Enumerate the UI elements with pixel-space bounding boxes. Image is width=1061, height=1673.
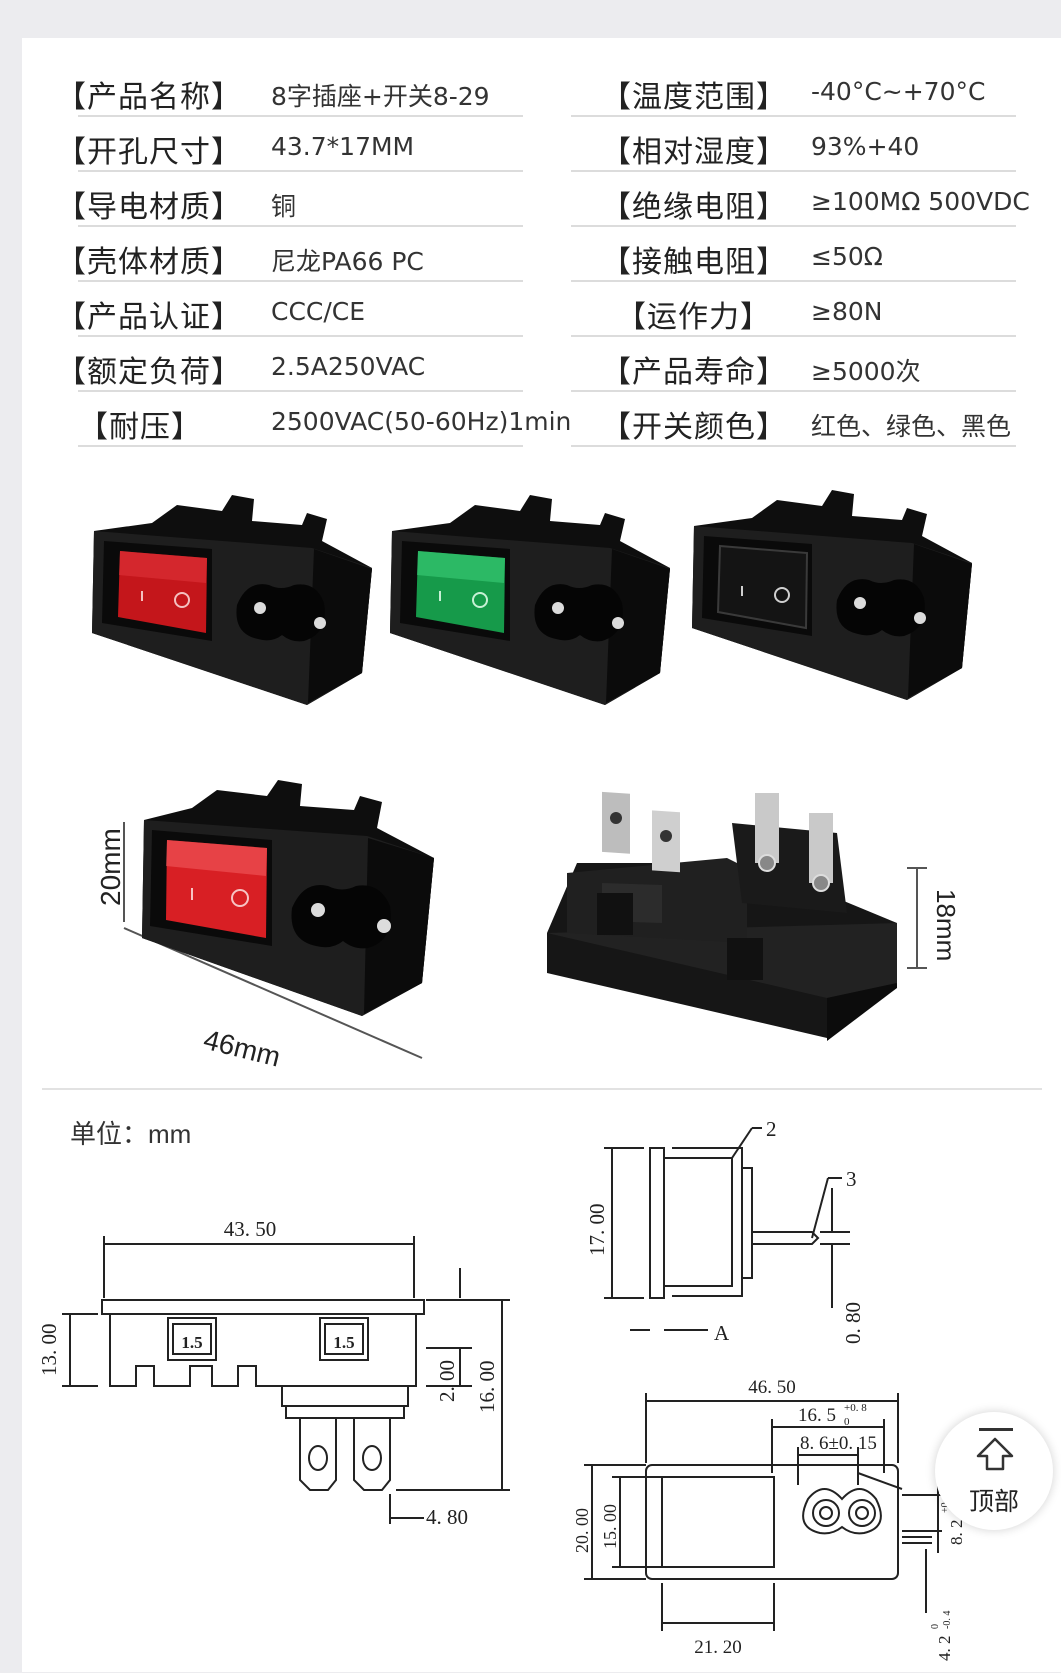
product-photo-green — [390, 495, 670, 705]
spec-value: CCC/CE — [271, 297, 366, 326]
product-photo-black — [692, 490, 972, 700]
spec-value: 2.5A250VAC — [271, 352, 426, 381]
dim-left-height: 13. 00 — [42, 1324, 61, 1377]
product-photo-terminals: 18mm — [547, 791, 961, 1041]
dim-width-label: 46mm — [201, 1024, 284, 1073]
dim-depth-label: 18mm — [931, 889, 961, 961]
dim-pad: 4. 80 — [426, 1505, 468, 1529]
spec-label: 【绝缘电阻】 — [601, 190, 787, 225]
spec-value: ≥80N — [811, 297, 883, 326]
spec-value: 2500VAC(50-60Hz)1min — [271, 407, 572, 436]
box-label: 1.5 — [181, 1333, 202, 1352]
dim-s2: 8. 6±0. 15 — [800, 1433, 877, 1454]
spec-label: 【导电材质】 — [56, 190, 242, 225]
arrow-up-icon — [976, 1437, 1014, 1471]
back-to-top-button[interactable]: 顶部 — [935, 1412, 1053, 1530]
spec-label: 【产品寿命】 — [601, 355, 787, 390]
dim-tab: 0. 80 — [841, 1302, 865, 1344]
dim-height-label: 20mm — [95, 828, 126, 906]
spec-row: 【产品认证】 CCC/CE 【运作力】 ≥80N — [56, 282, 1036, 337]
spec-value: 93%+40 — [811, 132, 920, 161]
dim-top-h1: 20. 00 — [572, 1508, 592, 1553]
drawing-top-view: 46. 50 16. 5 +0. 8 0 8. 6±0. 15 20. 00 1… — [572, 1377, 966, 1662]
spec-label: 【产品认证】 — [56, 300, 242, 335]
callout-2: 2 — [766, 1117, 777, 1141]
product-photo-red — [92, 495, 372, 705]
dim-a: A — [714, 1321, 730, 1345]
dim-width: 43. 50 — [224, 1218, 277, 1241]
unit-value: mm — [148, 1119, 192, 1149]
spec-label: 【相对湿度】 — [601, 135, 787, 170]
dim-r1: 8. 2 — [947, 1520, 966, 1546]
spec-label: 【运作力】 — [616, 300, 771, 335]
product-card: 【产品名称】 8字插座+开关8-29 【温度范围】 -40°C~+70°C 【开… — [22, 38, 1061, 1672]
spec-label: 【开孔尺寸】 — [56, 135, 242, 170]
spec-label: 【额定负荷】 — [56, 355, 242, 390]
spec-value: 尼龙PA66 PC — [271, 247, 424, 276]
dim-r2-tol: 0 — [930, 1624, 941, 1629]
spec-row: 【开孔尺寸】 43.7*17MM 【相对湿度】 93%+40 — [56, 117, 1036, 172]
dim-side-height: 17. 00 — [585, 1204, 609, 1257]
spec-value: 8字插座+开关8-29 — [271, 82, 490, 111]
spec-row: 【耐压】 2500VAC(50-60Hz)1min 【开关颜色】 红色、绿色、黑… — [56, 392, 1036, 447]
product-photo-dimensions: 20mm 46mm — [95, 780, 434, 1073]
spec-row: 【导电材质】 铜 【绝缘电阻】 ≥100MΩ 500VDC — [56, 172, 1036, 227]
dim-s1-tol0: 0 — [844, 1416, 850, 1428]
dim-top-h2: 15. 00 — [600, 1504, 620, 1549]
spec-value: -40°C~+70°C — [811, 77, 986, 106]
callout-3: 3 — [846, 1167, 857, 1191]
spec-label: 【接触电阻】 — [601, 245, 787, 280]
dim-r2-tol2: -0. 4 — [942, 1611, 953, 1629]
dim-bottom: 21. 20 — [694, 1637, 742, 1658]
dim-mid-height: 2. 00 — [435, 1360, 459, 1402]
dim-right-height: 16. 00 — [475, 1361, 499, 1414]
top-bar-icon — [979, 1428, 1013, 1431]
spec-table: 【产品名称】 8字插座+开关8-29 【温度范围】 -40°C~+70°C 【开… — [56, 62, 1036, 447]
spec-label: 【开关颜色】 — [601, 410, 787, 445]
spec-label: 【耐压】 — [78, 410, 202, 445]
spec-value: 红色、绿色、黑色 — [811, 412, 1012, 441]
spec-label: 【温度范围】 — [601, 80, 787, 115]
spec-value: 铜 — [271, 192, 297, 221]
drawing-side-view: 17. 00 0. 80 2 3 A — [585, 1117, 865, 1345]
dim-r2: 4. 2 — [935, 1636, 954, 1662]
drawing-front-view: 43. 50 13. 00 2. 00 16. 00 4. 80 1.5 1.5 — [42, 1218, 510, 1529]
back-to-top-label: 顶部 — [968, 1487, 1019, 1516]
spec-label: 【壳体材质】 — [56, 245, 242, 280]
spec-value: ≥100MΩ 500VDC — [811, 187, 1030, 216]
dim-s1-tol: +0. 8 — [844, 1402, 867, 1414]
spec-row: 【壳体材质】 尼龙PA66 PC 【接触电阻】 ≤50Ω — [56, 227, 1036, 282]
unit-label: 单位：mm — [70, 1119, 192, 1150]
dim-top-width: 46. 50 — [748, 1377, 796, 1398]
dim-s1: 16. 5 — [798, 1405, 836, 1426]
box-label: 1.5 — [333, 1333, 354, 1352]
spec-value: ≥5000次 — [811, 357, 921, 386]
spec-row: 【额定负荷】 2.5A250VAC 【产品寿命】 ≥5000次 — [56, 337, 1036, 392]
spec-label: 【产品名称】 — [56, 80, 242, 115]
spec-value: 43.7*17MM — [271, 132, 415, 161]
spec-value: ≤50Ω — [811, 242, 883, 271]
spec-row: 【产品名称】 8字插座+开关8-29 【温度范围】 -40°C~+70°C — [56, 62, 1036, 117]
